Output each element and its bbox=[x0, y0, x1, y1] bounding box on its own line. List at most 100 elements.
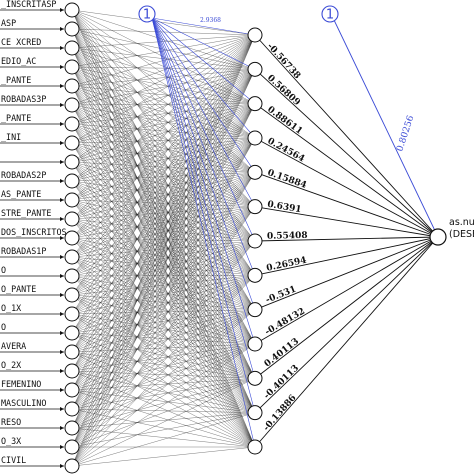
input-node-label: O_3X bbox=[1, 436, 21, 446]
input-node-circle bbox=[64, 268, 80, 284]
connection-edge bbox=[71, 69, 256, 315]
connection-edge bbox=[71, 137, 256, 429]
connection-edge bbox=[71, 137, 256, 410]
arrow-head-icon bbox=[60, 122, 64, 126]
connection-edge bbox=[71, 9, 256, 36]
connection-edge bbox=[71, 275, 256, 448]
output-label-line2: (DESE bbox=[449, 229, 474, 240]
connection-edge bbox=[71, 332, 256, 379]
bias-output-edge bbox=[333, 19, 439, 238]
input-node-label: O_PANTE bbox=[1, 284, 36, 294]
connection-edge bbox=[71, 378, 256, 391]
hidden-node bbox=[247, 199, 263, 215]
connection-edge bbox=[71, 309, 256, 391]
connection-edge bbox=[71, 69, 256, 372]
input-node: FEMENINO bbox=[0, 379, 80, 398]
output-edge bbox=[254, 171, 439, 238]
connection-edge bbox=[71, 240, 256, 391]
output-edge bbox=[254, 236, 439, 276]
input-node: CIVIL bbox=[0, 455, 80, 474]
hidden-node bbox=[247, 405, 263, 421]
connection-edge bbox=[71, 309, 256, 353]
input-node-label: RESO bbox=[1, 417, 21, 427]
input-node-label: O_2X bbox=[1, 360, 21, 370]
arrow-head-icon bbox=[60, 217, 64, 221]
bias-edge bbox=[151, 17, 256, 345]
input-node-circle bbox=[64, 249, 80, 265]
input-node: _INI bbox=[0, 132, 80, 151]
connection-edge bbox=[71, 34, 256, 125]
hidden-node-circle bbox=[247, 164, 263, 180]
input-node-label: ASP bbox=[1, 18, 16, 28]
connection-edge bbox=[71, 103, 256, 353]
input-node-circle bbox=[64, 116, 80, 132]
input-node-circle bbox=[64, 40, 80, 56]
connection-edge bbox=[71, 343, 256, 410]
input-node-circle bbox=[64, 59, 80, 75]
connection-edge bbox=[71, 206, 256, 334]
connection-edge bbox=[71, 103, 256, 467]
input-node: AS_PANTE bbox=[0, 189, 80, 208]
connection-edge bbox=[71, 69, 256, 410]
bias-edge bbox=[151, 17, 256, 173]
input-node: ROBADAS1P bbox=[0, 246, 80, 265]
input-node-circle bbox=[64, 135, 80, 151]
arrow-head-icon bbox=[60, 350, 64, 354]
connection-edge bbox=[71, 313, 256, 448]
input-node-label: _INI bbox=[1, 132, 21, 142]
connection-edge bbox=[71, 408, 256, 413]
connection-edge bbox=[71, 275, 256, 391]
input-node-label: O_1X bbox=[1, 303, 21, 313]
connection-edge bbox=[71, 34, 256, 239]
hidden-node-circle bbox=[247, 405, 263, 421]
hidden-weight-label: 0.24564 bbox=[266, 136, 307, 164]
hidden-weight-label: 0.6391 bbox=[267, 200, 303, 215]
connection-edge bbox=[71, 103, 256, 372]
output-edge bbox=[254, 137, 439, 238]
input-hidden-connections bbox=[71, 9, 256, 467]
hidden-node-circle bbox=[247, 61, 263, 77]
connection-edge bbox=[71, 69, 256, 391]
connection-edge bbox=[71, 137, 256, 353]
connection-edge bbox=[71, 103, 256, 106]
hidden-node bbox=[247, 267, 263, 283]
connection-edge bbox=[71, 240, 256, 334]
input-node: EDIO_AC bbox=[0, 56, 80, 75]
hidden-node bbox=[247, 61, 263, 77]
input-node: O_2X bbox=[0, 360, 80, 379]
connection-edge bbox=[71, 69, 256, 353]
input-node-circle bbox=[64, 78, 80, 94]
input-node-label: EDIO_AC bbox=[1, 56, 36, 66]
connection-edge bbox=[71, 206, 256, 315]
hidden-node-circle bbox=[247, 267, 263, 283]
connection-edge bbox=[71, 206, 256, 410]
connection-edge bbox=[71, 408, 256, 448]
connection-edge bbox=[71, 34, 256, 315]
connection-edge bbox=[71, 378, 256, 467]
connection-edge bbox=[71, 240, 256, 410]
connection-edge bbox=[71, 378, 256, 448]
connection-edge bbox=[71, 240, 256, 372]
connection-edge bbox=[71, 309, 256, 448]
hidden-node bbox=[247, 302, 263, 318]
input-node-circle bbox=[64, 154, 80, 170]
connection-edge bbox=[71, 343, 256, 391]
connection-edge bbox=[71, 412, 256, 467]
connection-edge bbox=[71, 275, 256, 315]
input-node-circle bbox=[64, 2, 80, 18]
connection-edge bbox=[71, 34, 256, 372]
hidden-node-circle bbox=[247, 370, 263, 386]
bias-edge bbox=[151, 17, 256, 139]
arrow-head-icon bbox=[60, 8, 64, 12]
connection-edge bbox=[71, 137, 256, 315]
bias-mid-weight-label: 2.9368 bbox=[200, 17, 221, 24]
input-node: O bbox=[0, 322, 80, 341]
hidden-layer bbox=[247, 27, 263, 455]
connection-edge bbox=[71, 332, 256, 345]
input-node: STRE_PANTE bbox=[0, 208, 80, 227]
connection-edge bbox=[71, 172, 256, 315]
hidden-weight-label: -0.48132 bbox=[263, 307, 306, 338]
input-node: _INSCRITASP bbox=[0, 0, 80, 18]
connection-edge bbox=[71, 309, 256, 467]
arrow-head-icon bbox=[60, 388, 64, 392]
